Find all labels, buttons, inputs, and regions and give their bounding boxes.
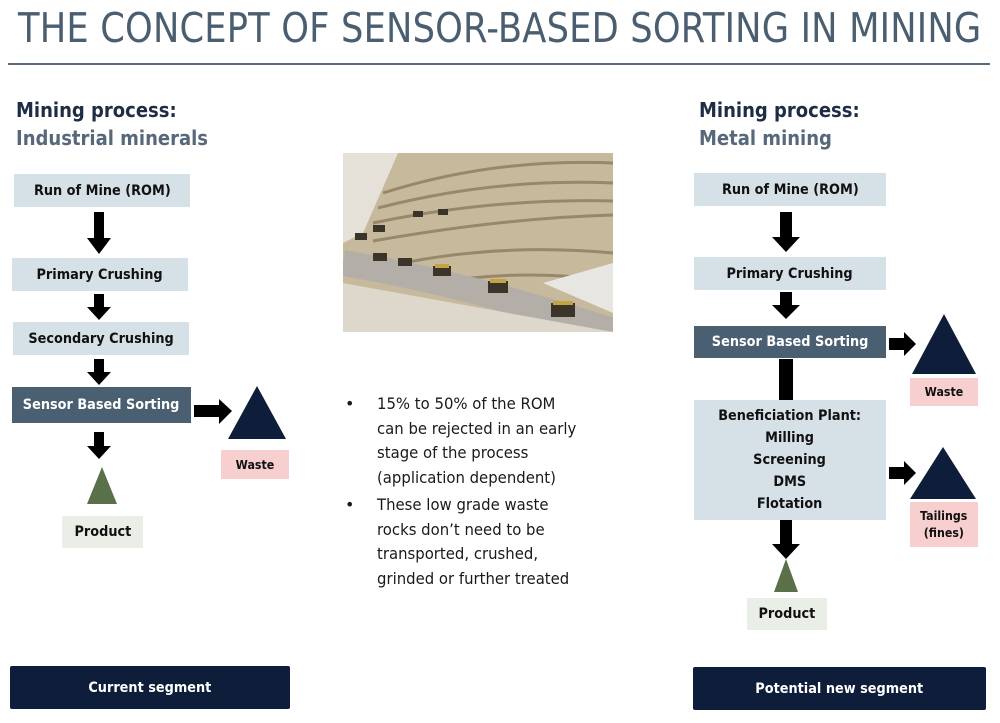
right-step-primary-crushing: Primary Crushing [694, 257, 886, 290]
step-label: Primary Crushing [36, 266, 164, 283]
product-triangle-icon [774, 559, 798, 592]
page-title: THE CONCEPT OF SENSOR-BASED SORTING IN M… [18, 4, 982, 52]
arrow-right-icon [889, 461, 916, 485]
waste-text: Waste [924, 385, 964, 399]
segment-text: Potential new segment [755, 680, 924, 697]
key-point-text: These low grade waste rocks don’t need t… [377, 495, 570, 588]
potential-new-segment-banner: Potential new segment [693, 667, 986, 710]
arrow-right-icon [194, 399, 232, 424]
left-step-secondary-crushing: Secondary Crushing [13, 322, 189, 355]
key-points-list: • 15% to 50% of the ROM can be rejected … [340, 392, 630, 594]
left-step-primary-crushing: Primary Crushing [12, 258, 188, 291]
mine-photo-illustration [343, 153, 613, 332]
right-waste-label: Waste [910, 378, 978, 406]
waste-text: Waste [235, 457, 275, 472]
step-label: Primary Crushing [726, 265, 854, 282]
left-heading-line1: Mining process: [16, 98, 177, 122]
key-point: • 15% to 50% of the ROM can be rejected … [340, 392, 630, 490]
left-heading-line2: Industrial minerals [16, 126, 209, 150]
title-divider [8, 63, 990, 65]
key-point-text: 15% to 50% of the ROM can be rejected in… [377, 394, 577, 487]
right-step-sensor-based-sorting: Sensor Based Sorting [694, 326, 886, 358]
right-heading-line2: Metal mining [699, 126, 832, 150]
tailings-triangle-icon [910, 447, 976, 499]
arrow-down-icon [87, 294, 111, 320]
product-text: Product [74, 524, 131, 540]
segment-text: Current segment [88, 679, 212, 696]
current-segment-banner: Current segment [10, 666, 290, 709]
product-triangle-icon [87, 467, 117, 504]
left-step-rom: Run of Mine (ROM) [14, 174, 190, 207]
tailings-label: Tailings (fines) [910, 502, 978, 547]
tailings-text: Tailings [920, 508, 968, 523]
product-text: Product [758, 606, 816, 622]
beneficiation-title: Beneficiation Plant: [718, 408, 862, 424]
right-step-rom: Run of Mine (ROM) [694, 173, 886, 206]
bullet-icon: • [345, 394, 355, 413]
waste-triangle-icon [228, 386, 286, 439]
arrow-down-icon [87, 359, 111, 385]
arrow-right-icon [889, 332, 916, 356]
right-heading-line1: Mining process: [699, 98, 860, 122]
arrow-down-icon [772, 212, 800, 252]
beneficiation-step: Flotation [757, 496, 823, 512]
step-label: Sensor Based Sorting [23, 397, 180, 413]
left-step-sensor-based-sorting: Sensor Based Sorting [12, 387, 191, 423]
step-label: Run of Mine (ROM) [33, 182, 171, 199]
left-product-label: Product [62, 516, 143, 548]
beneficiation-step: Screening [753, 452, 827, 468]
step-label: Secondary Crushing [28, 330, 174, 347]
arrow-down-icon [772, 292, 800, 319]
left-waste-label: Waste [221, 450, 289, 479]
beneficiation-step: DMS [773, 474, 807, 490]
arrow-down-icon [87, 212, 111, 254]
key-point: • These low grade waste rocks don’t need… [340, 493, 630, 591]
mine-photo [343, 153, 613, 332]
arrow-down-icon [87, 432, 111, 459]
waste-triangle-icon [912, 314, 976, 374]
tailings-subtext: (fines) [923, 525, 965, 540]
beneficiation-step: Milling [765, 430, 815, 446]
connector-bar [779, 359, 793, 401]
right-product-label: Product [747, 598, 827, 630]
step-label: Sensor Based Sorting [711, 334, 869, 350]
beneficiation-plant-box: Beneficiation Plant: Milling Screening D… [694, 400, 886, 520]
bullet-icon: • [345, 495, 355, 514]
step-label: Run of Mine (ROM) [721, 181, 859, 198]
arrow-down-icon [772, 520, 800, 559]
